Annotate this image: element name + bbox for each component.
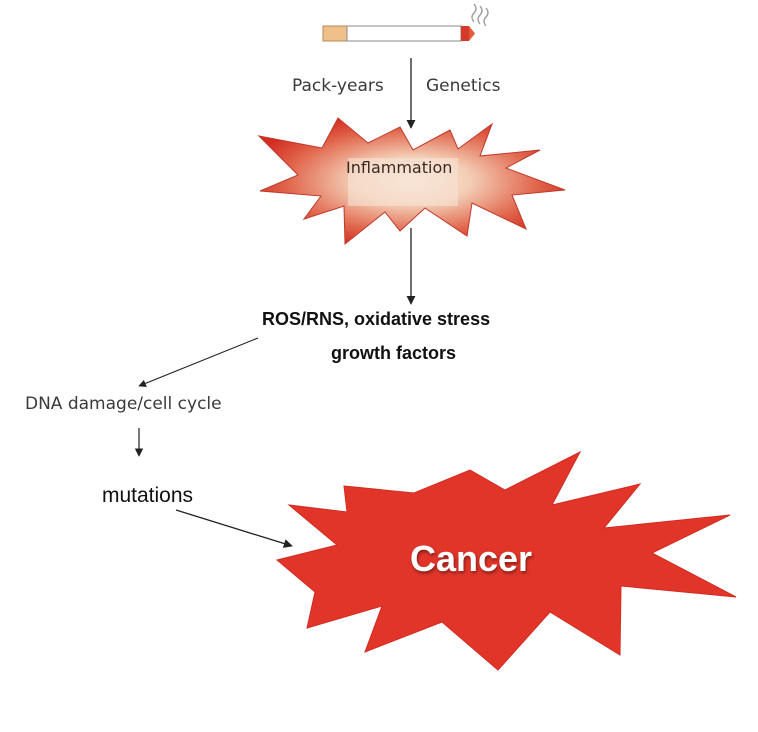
arrow-to-cancer: [175, 509, 293, 548]
cancer-label: Cancer: [410, 538, 533, 579]
dna-damage-label: DNA damage/cell cycle: [25, 394, 222, 414]
smoke-icon: [471, 3, 477, 23]
genetics-label: Genetics: [426, 76, 501, 96]
mutations-label: mutations: [102, 484, 194, 507]
pack-years-label: Pack-years: [292, 76, 384, 96]
stress-line-2: growth factors: [331, 343, 457, 363]
inflammation-label: Inflammation: [346, 158, 453, 177]
cigarette-icon: [322, 3, 489, 42]
cancer-burst: [275, 450, 737, 671]
arrow-to-dna-damage: [138, 337, 259, 387]
inflammation-burst: [257, 117, 566, 246]
stress-line-1: ROS/RNS, oxidative stress: [262, 309, 491, 329]
